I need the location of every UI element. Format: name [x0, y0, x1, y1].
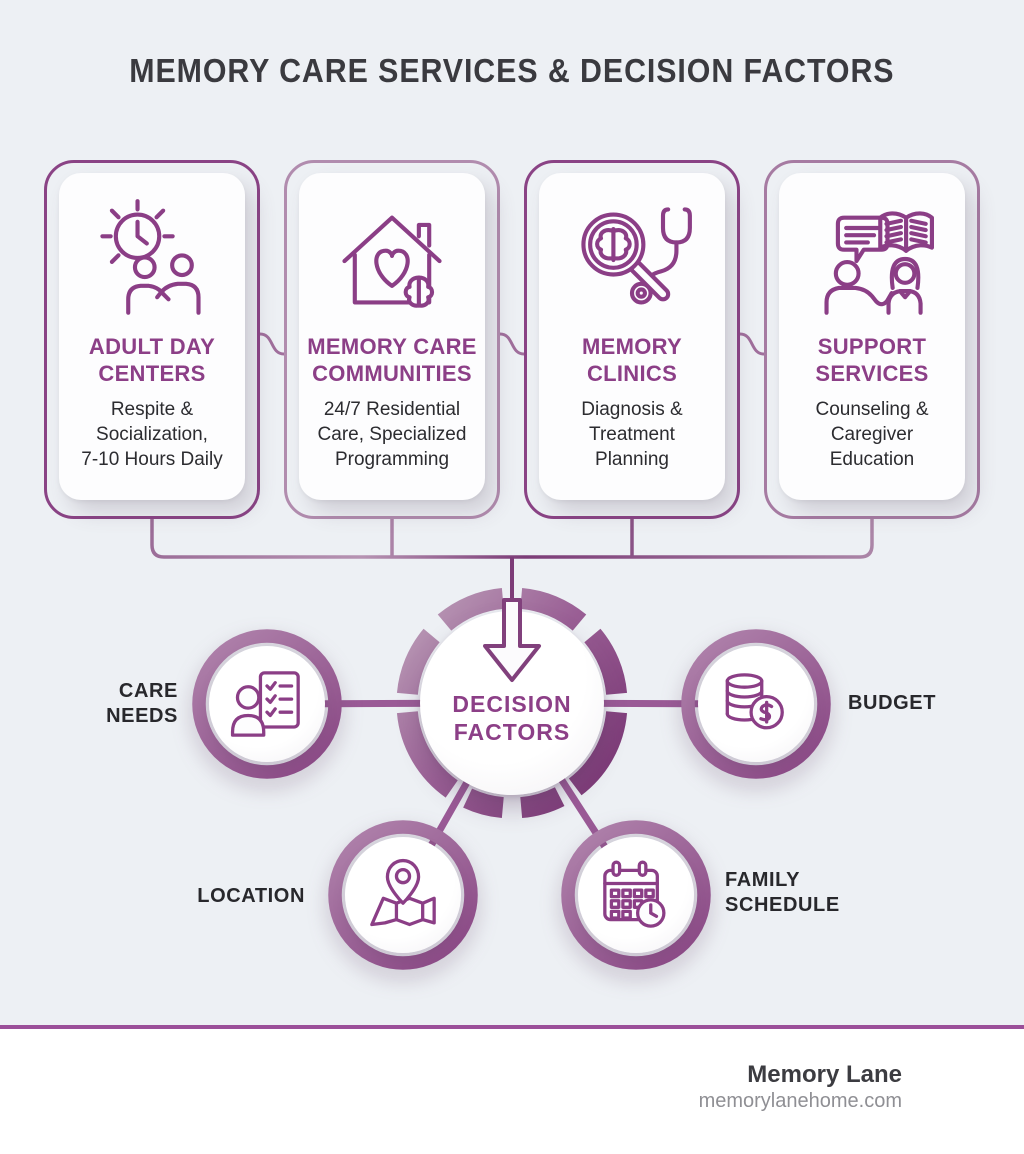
clock-handshake-icon — [100, 199, 201, 315]
website-url: memorylanehome.com — [698, 1090, 902, 1112]
service-card-memory-clinics: MEMORY CLINICS Diagnosis & Treatment Pla… — [524, 160, 740, 519]
down-arrow-icon — [483, 598, 541, 682]
footer-divider-line — [0, 1025, 1024, 1029]
footer-band — [0, 1029, 1024, 1154]
service-card-support-services: SUPPORT SERVICES Counseling & Caregiver … — [764, 160, 980, 519]
location-ring — [328, 820, 478, 970]
service-title: SUPPORT SERVICES — [815, 334, 929, 386]
budget-label: BUDGET — [848, 692, 937, 714]
coins-dollar-icon — [725, 673, 784, 730]
person-checklist-icon — [230, 671, 300, 737]
care-needs-label: CARE NEEDS — [106, 680, 178, 727]
service-description: Respite & Socialization, 7-10 Hours Dail… — [81, 399, 223, 470]
service-card-adult-day-centers: ADULT DAY CENTERS Respite & Socializatio… — [44, 160, 260, 519]
service-title: MEMORY CLINICS — [582, 334, 682, 386]
brain-magnifier-stethoscope-icon — [581, 207, 692, 305]
family-schedule-ring — [561, 820, 711, 970]
map-pin-icon — [370, 858, 436, 927]
page-title: MEMORY CARE SERVICES & DECISION FACTORS — [129, 52, 895, 89]
service-description: Counseling & Caregiver Education — [815, 399, 929, 470]
family-schedule-label: FAMILY SCHEDULE — [725, 869, 840, 916]
decision-hub-label: DECISION FACTORS — [452, 691, 572, 745]
care-needs-ring — [192, 629, 342, 779]
service-description: 24/7 Residential Care, Specialized Progr… — [317, 399, 467, 470]
service-card-memory-care-communities: MEMORY CARE COMMUNITIES 24/7 Residential… — [284, 160, 500, 519]
service-title: MEMORY CARE COMMUNITIES — [307, 334, 477, 386]
service-description: Diagnosis & Treatment Planning — [581, 399, 683, 470]
decision-hub-ring — [396, 587, 628, 819]
location-label: LOCATION — [197, 885, 305, 907]
budget-ring — [681, 629, 831, 779]
brand-name: Memory Lane — [747, 1061, 902, 1088]
conversation-book-icon — [824, 211, 934, 315]
calendar-clock-icon — [603, 860, 666, 928]
house-heart-brain-icon — [342, 215, 442, 308]
service-title: ADULT DAY CENTERS — [88, 334, 216, 386]
care-needs-circle — [209, 646, 325, 762]
footer: Memory Lane memorylanehome.com — [699, 1060, 902, 1114]
